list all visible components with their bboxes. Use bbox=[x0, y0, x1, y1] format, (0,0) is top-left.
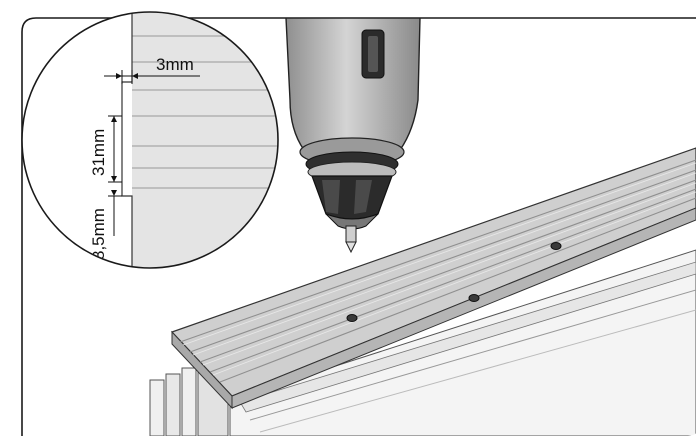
screw-holes bbox=[346, 242, 562, 322]
dimension-offset: 8,5mm bbox=[89, 208, 108, 260]
power-drill bbox=[285, 18, 421, 254]
border-frame bbox=[21, 17, 696, 436]
window-frame bbox=[149, 249, 696, 436]
detail-zoom-circle: 3mm 31mm 8,5mm bbox=[21, 11, 279, 269]
dimension-gap: 3mm bbox=[156, 55, 194, 74]
screw-hole bbox=[346, 314, 358, 322]
screw-hole bbox=[550, 242, 562, 250]
cover-profile bbox=[170, 147, 696, 410]
dimension-spacing: 31mm bbox=[89, 129, 108, 176]
screw-hole bbox=[468, 294, 480, 302]
